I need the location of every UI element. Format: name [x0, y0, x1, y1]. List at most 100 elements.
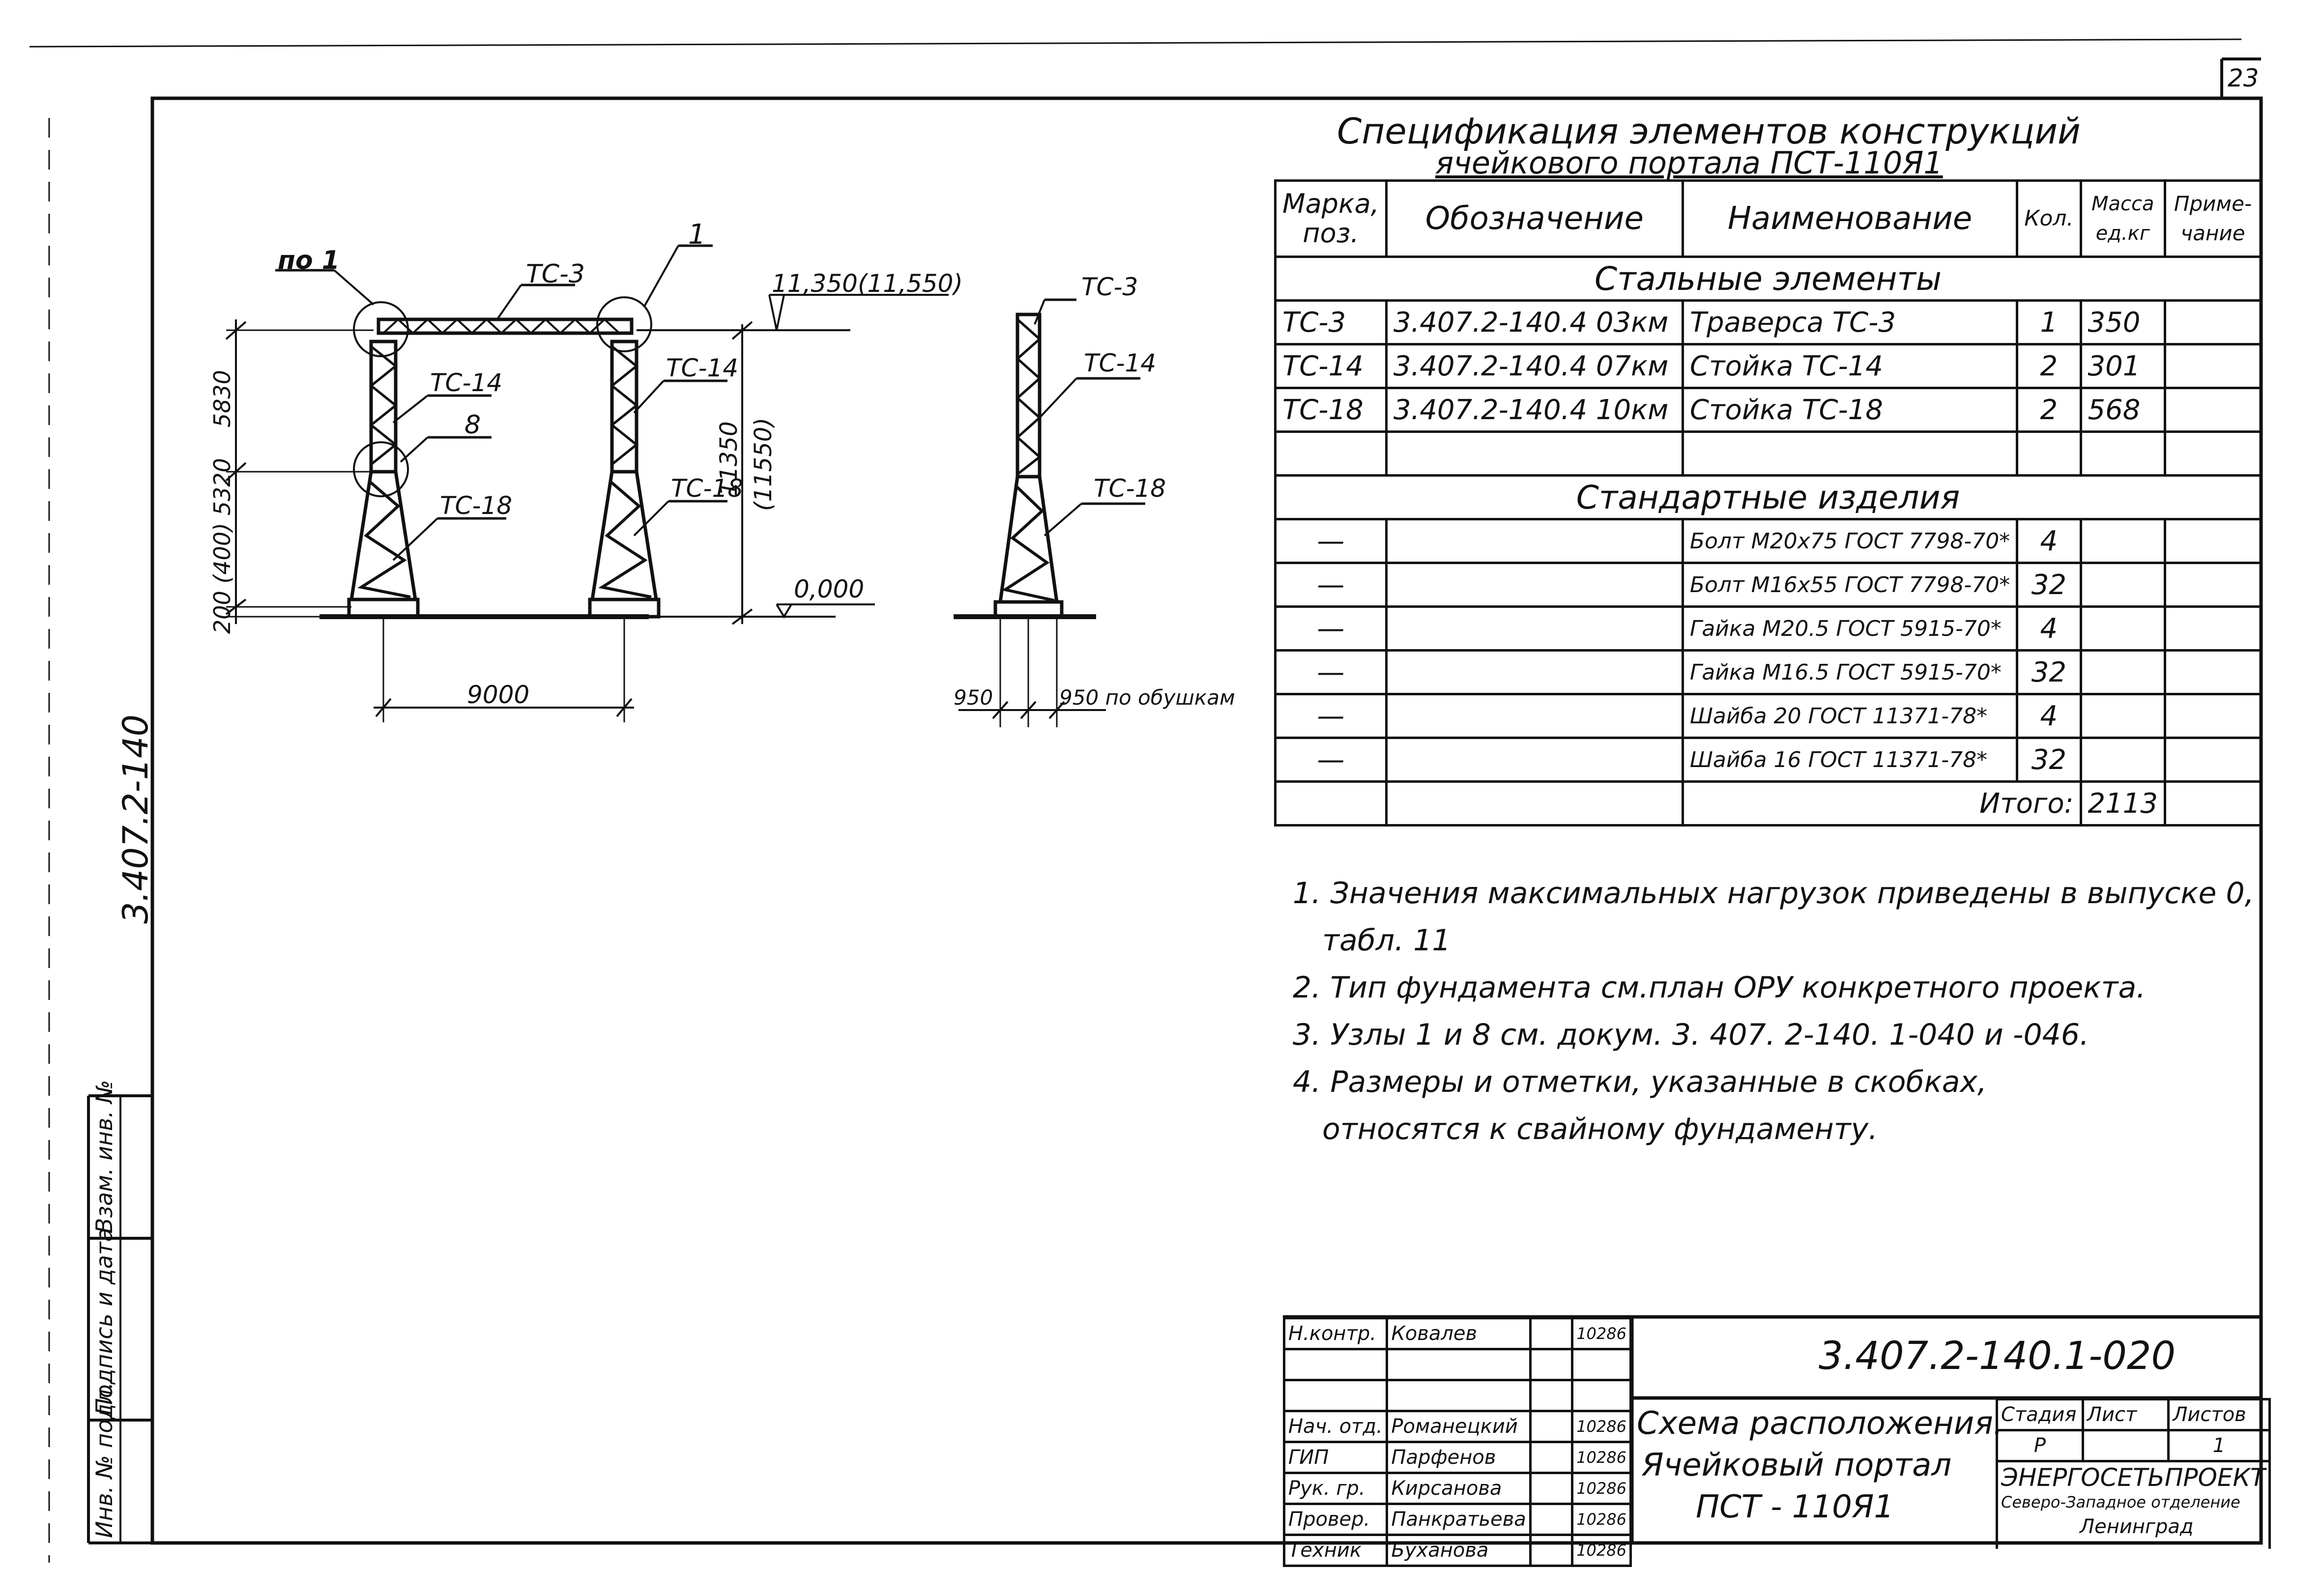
label-tc18-left: ТС-18 — [440, 491, 513, 520]
sheet-number: 23 — [2228, 64, 2259, 92]
org-city: Ленинград — [2080, 1515, 2194, 1538]
sign-name: Ковалев — [1386, 1317, 1532, 1350]
cell-qty: 2 — [2016, 343, 2082, 389]
spec-header-row: Марка, поз. Обозначение Наименование Кол… — [1274, 179, 2262, 258]
label-elev-top: 11,350(11,550) — [772, 269, 963, 298]
label-tc18-side: ТС-18 — [1094, 474, 1166, 503]
sign-signature — [1529, 1410, 1574, 1443]
col-designation: Обозначение — [1385, 179, 1684, 258]
col-mark: Марка, поз. — [1274, 179, 1388, 258]
sign-row: Техник Буханова 10286 — [1282, 1534, 1632, 1567]
cell-note — [2164, 562, 2262, 608]
sheet-label: Лист — [2081, 1398, 2170, 1431]
col-mass: Масса ед.кг — [2079, 179, 2167, 258]
note-4: 4. Размеры и отметки, указанные в скобка… — [1293, 1065, 1987, 1099]
dim-950-left: 950 — [954, 685, 993, 710]
cell-note — [2164, 387, 2262, 433]
section-steel-label: Стальные элементы — [1274, 256, 2262, 302]
sign-row-empty — [1282, 1348, 1632, 1381]
title-block-signatures: Н.контр. Ковалев 10286 Нач. отд. Романец… — [1282, 1317, 1632, 1567]
spec-table: Марка, поз. Обозначение Наименование Кол… — [1274, 179, 2262, 826]
sign-signature — [1529, 1472, 1574, 1505]
spec-section-standard: Стандартные изделия — [1274, 474, 2262, 520]
dim-950-right: 950 по обушкам — [1059, 685, 1235, 710]
sign-row: Провер. Панкратьева 10286 — [1282, 1503, 1632, 1536]
org-name: ЭНЕРГОСЕТЬПРОЕКТ — [2001, 1463, 2265, 1492]
cell-designation — [1385, 737, 1684, 783]
cell-mass — [2079, 518, 2167, 564]
document-code: 3.407.2-140.1-020 — [1819, 1334, 2176, 1378]
section-standard-label: Стандартные изделия — [1274, 474, 2262, 520]
sign-name: Панкратьева — [1386, 1503, 1532, 1536]
stage-block: Стадия Лист Листов Р 1 ЭНЕРГОСЕТЬПРОЕКТ … — [1996, 1398, 2271, 1549]
note-1-cont: табл. 11 — [1322, 923, 1451, 958]
cell-mass: 301 — [2079, 343, 2167, 389]
cell-note — [2164, 605, 2262, 652]
total-value: 2113 — [2079, 780, 2167, 826]
sign-role: Техник — [1282, 1534, 1389, 1567]
sign-row: Рук. гр. Кирсанова 10286 — [1282, 1472, 1632, 1505]
sign-row: ГИП Парфенов 10286 — [1282, 1441, 1632, 1474]
cell-name: Стойка ТС-18 — [1681, 387, 2019, 433]
sign-signature — [1529, 1317, 1574, 1350]
stage-header-row: Стадия Лист Листов — [1996, 1398, 2271, 1431]
sign-signature — [1529, 1534, 1574, 1567]
total-label: Итого: — [1681, 780, 2082, 826]
col-note: Приме-чание — [2164, 179, 2262, 258]
cell-mass — [2079, 605, 2167, 652]
table-row: — Гайка М20.5 ГОСТ 5915-70* 4 — [1274, 605, 2262, 652]
table-row-empty — [1274, 430, 2262, 477]
cell-qty: 32 — [2016, 562, 2082, 608]
label-tc14-left: ТС-14 — [430, 369, 503, 397]
label-tc3-front: ТС-3 — [526, 259, 585, 289]
cell-name: Гайка М20.5 ГОСТ 5915-70* — [1681, 605, 2019, 652]
cell-note — [2164, 299, 2262, 345]
table-row-total: Итого: 2113 — [1274, 780, 2262, 826]
table-row: — Болт М20х75 ГОСТ 7798-70* 4 — [1274, 518, 2262, 564]
cell-mark: — — [1274, 518, 1388, 564]
spec-section-steel: Стальные элементы — [1274, 256, 2262, 302]
cell-note — [2164, 737, 2262, 783]
sign-date: 10286 — [1571, 1472, 1632, 1505]
note-4-cont: относятся к свайному фундаменту. — [1322, 1112, 1878, 1146]
dim-11350: 11350 — [715, 421, 743, 496]
sign-name: Буханова — [1386, 1534, 1532, 1567]
col-name: Наименование — [1681, 179, 2019, 258]
cell-qty: 2 — [2016, 387, 2082, 433]
cell-mass — [2079, 562, 2167, 608]
label-elev-zero: 0,000 — [794, 575, 865, 603]
sheets-value: 1 — [2167, 1429, 2271, 1462]
cell-mark: ТС-18 — [1274, 387, 1388, 433]
sign-name: Парфенов — [1386, 1441, 1532, 1474]
org-cell: ЭНЕРГОСЕТЬПРОЕКТ Северо-Западное отделен… — [1996, 1460, 2271, 1549]
cell-mark: — — [1274, 605, 1388, 652]
cell-designation: 3.407.2-140.4 07км — [1385, 343, 1684, 389]
notes-block: 1. Значения максимальных нагрузок привед… — [1293, 870, 2254, 1153]
cell-note — [2164, 693, 2262, 739]
label-tc14-right: ТС-14 — [666, 354, 739, 382]
sign-date: 10286 — [1571, 1441, 1632, 1474]
cell-qty: 4 — [2016, 518, 2082, 564]
label-tc18-right: ТС-18 — [671, 474, 744, 503]
note-3: 3. Узлы 1 и 8 см. докум. 3. 407. 2-140. … — [1293, 1018, 2090, 1052]
drawing-title-line2: Ячейковый портал — [1642, 1447, 1952, 1483]
cell-note — [2164, 518, 2262, 564]
cell-qty: 32 — [2016, 737, 2082, 783]
left-strip-signature-date: Подпись и дата — [91, 1227, 117, 1415]
cell-designation — [1385, 605, 1684, 652]
cell-qty: 4 — [2016, 693, 2082, 739]
cell-designation — [1385, 693, 1684, 739]
dim-200-400-5320: 200 (400) 5320 — [209, 458, 235, 634]
table-row: — Болт М16х55 ГОСТ 7798-70* 32 — [1274, 562, 2262, 608]
cell-mark: — — [1274, 693, 1388, 739]
dim-5830: 5830 — [209, 370, 235, 428]
table-row: ТС-14 3.407.2-140.4 07км Стойка ТС-14 2 … — [1274, 343, 2262, 389]
sign-date: 10286 — [1571, 1503, 1632, 1536]
org-branch: Северо-Западное отделение — [2001, 1493, 2240, 1511]
drawing-title-line3: ПСТ - 110Я1 — [1696, 1489, 1894, 1525]
dim-11550: (11550) — [750, 417, 777, 511]
cell-designation: 3.407.2-140.4 10км — [1385, 387, 1684, 433]
stage-label: Стадия — [1996, 1398, 2084, 1431]
cell-designation — [1385, 518, 1684, 564]
